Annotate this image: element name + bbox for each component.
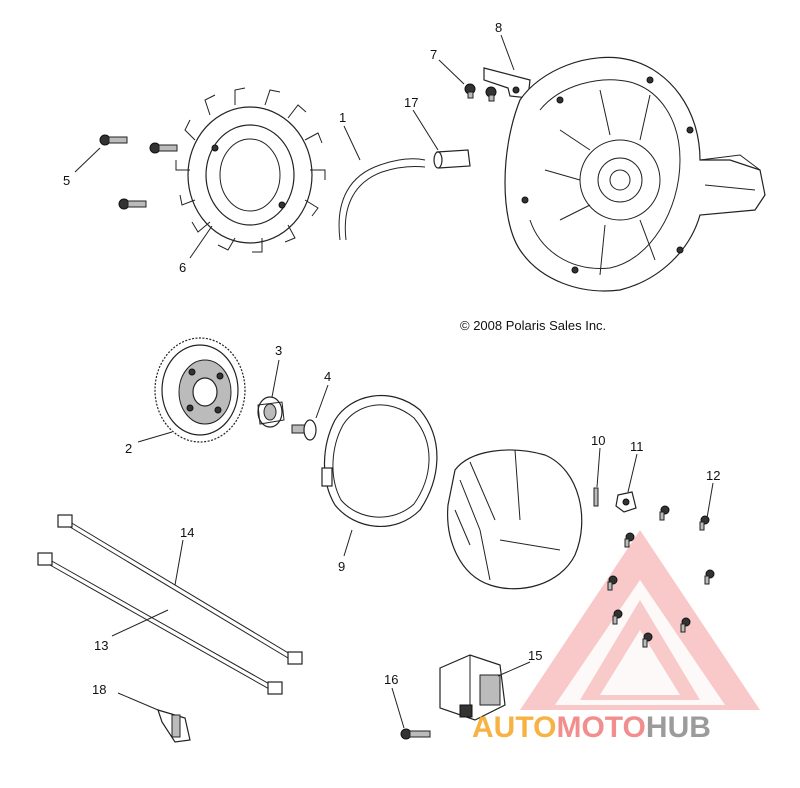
bracket-part-8 [483, 67, 531, 99]
gasket-part-9 [321, 395, 438, 528]
callouts: 1 2 3 4 5 6 7 8 9 10 11 12 13 14 15 16 1… [63, 20, 720, 697]
callout-5: 5 [63, 173, 70, 188]
callout-3: 3 [275, 343, 282, 358]
watermark-auto: AUTO [472, 711, 556, 744]
magneto-cover [447, 449, 583, 590]
watermark-logo [520, 530, 760, 710]
cable-part-13 [37, 552, 283, 695]
sensor-part-18 [157, 709, 191, 743]
screws-part-5 [99, 134, 178, 210]
flywheel-part-2 [154, 337, 246, 443]
sleeve-part-17 [433, 149, 471, 169]
bolts-part-12 [607, 505, 715, 648]
engine-housing [504, 56, 766, 292]
callout-2: 2 [125, 441, 132, 456]
watermark-moto: MOTO [556, 711, 645, 744]
callout-16: 16 [384, 672, 398, 687]
callout-10: 10 [591, 433, 605, 448]
callout-12: 12 [706, 468, 720, 483]
pin-part-10 [593, 487, 599, 507]
bearing-part-3 [257, 396, 285, 428]
cable-part-14 [57, 514, 303, 665]
callout-4: 4 [324, 369, 331, 384]
callout-6: 6 [179, 260, 186, 275]
bolt-part-4 [291, 419, 317, 441]
callout-11: 11 [630, 439, 644, 454]
plug-part-11 [615, 491, 637, 513]
callout-14: 14 [180, 525, 194, 540]
callout-13: 13 [94, 638, 108, 653]
callout-17: 17 [404, 95, 418, 110]
callout-9: 9 [338, 559, 345, 574]
callout-7: 7 [430, 47, 437, 62]
screws-part-7 [464, 83, 497, 102]
callout-15: 15 [528, 648, 542, 663]
leader-lines [74, 34, 714, 729]
copyright-notice: © 2008 Polaris Sales Inc. [460, 318, 606, 333]
hose-part-1 [338, 158, 426, 241]
watermark-hub: HUB [646, 711, 711, 744]
callout-8: 8 [495, 20, 502, 35]
module-part-15 [439, 654, 506, 721]
callout-18: 18 [92, 682, 106, 697]
stator-part-6 [175, 87, 326, 253]
callout-1: 1 [339, 110, 346, 125]
bolt-part-16 [400, 728, 431, 740]
watermark-text: AUTOMOTOHUB [472, 711, 711, 744]
